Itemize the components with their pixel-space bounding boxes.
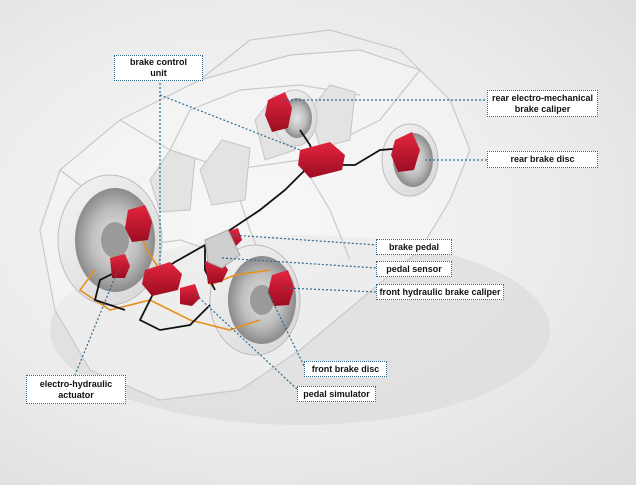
brake-control-unit-part <box>298 142 345 178</box>
label-pedal-simulator: pedal simulator <box>297 386 376 402</box>
leader-pedal-sensor <box>221 257 378 269</box>
car-body <box>39 29 471 401</box>
leader-pedal-simulator <box>195 294 299 391</box>
label-brake-control-unit: brake control unit <box>114 55 203 81</box>
leader-lines <box>74 79 488 391</box>
leader-brake-pedal <box>231 234 378 246</box>
front-left-caliper <box>125 205 152 242</box>
label-front-caliper: front hydraulic brake caliper <box>376 284 504 300</box>
label-rear-disc: rear brake disc <box>487 151 598 168</box>
front-right-caliper <box>268 270 294 306</box>
leader-actuator <box>74 269 119 376</box>
leader-front-caliper <box>285 287 378 293</box>
label-brake-pedal: brake pedal <box>376 239 452 255</box>
label-rear-caliper: rear electro-mechanical brake caliper <box>487 90 598 117</box>
rear-left-caliper <box>265 92 292 132</box>
label-pedal-sensor: pedal sensor <box>376 261 452 277</box>
label-actuator: electro-hydraulic actuator <box>26 375 126 404</box>
actuator-part <box>110 254 182 296</box>
label-front-disc: front brake disc <box>304 361 387 377</box>
rear-right-caliper <box>391 132 420 172</box>
